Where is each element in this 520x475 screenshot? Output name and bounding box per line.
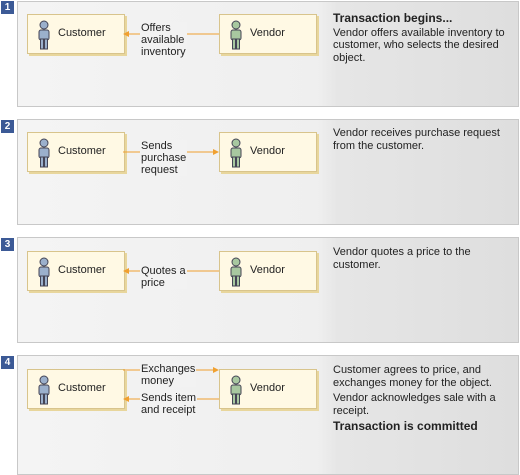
customer-box: Customer bbox=[27, 251, 125, 291]
vendor-person-icon bbox=[230, 20, 242, 50]
customer-label: Customer bbox=[58, 264, 106, 276]
transaction-begins-heading: Transaction begins... bbox=[333, 11, 453, 25]
description-text: Vendor quotes a price to the customer. bbox=[333, 246, 471, 271]
customer-label: Customer bbox=[58, 27, 106, 39]
step-4-badge: 4 bbox=[1, 356, 14, 369]
description-text: Vendor receives purchase request from th… bbox=[333, 127, 500, 152]
vendor-label: Vendor bbox=[250, 145, 285, 157]
vendor-box: Vendor bbox=[219, 14, 317, 54]
customer-box: Customer bbox=[27, 132, 125, 172]
step-description: Transaction begins... Vendor offers avai… bbox=[333, 12, 513, 67]
step-4-panel: Customer Exchanges money Sends item and … bbox=[17, 355, 519, 475]
vendor-person-icon bbox=[230, 257, 242, 287]
step-1-panel: Customer Offers available inventory Vend… bbox=[17, 1, 519, 107]
arrow-label: Sends purchase request bbox=[140, 140, 188, 176]
step-2-badge: 2 bbox=[1, 120, 14, 133]
customer-box: Customer bbox=[27, 14, 125, 54]
vendor-box: Vendor bbox=[219, 369, 317, 409]
arrow-label: Exchanges money bbox=[140, 363, 197, 387]
customer-person-icon bbox=[38, 138, 50, 168]
step-1-badge: 1 bbox=[1, 1, 14, 14]
arrow-label: Sends item and receipt bbox=[140, 392, 198, 416]
vendor-person-icon bbox=[230, 375, 242, 405]
customer-label: Customer bbox=[58, 145, 106, 157]
vendor-box: Vendor bbox=[219, 251, 317, 291]
vendor-person-icon bbox=[230, 138, 242, 168]
step-3-panel: Customer Quotes a price Vendor Vendor qu… bbox=[17, 237, 519, 343]
vendor-label: Vendor bbox=[250, 382, 285, 394]
step-3-badge: 3 bbox=[1, 238, 14, 251]
vendor-label: Vendor bbox=[250, 27, 285, 39]
vendor-box: Vendor bbox=[219, 132, 317, 172]
customer-label: Customer bbox=[58, 382, 106, 394]
customer-person-icon bbox=[38, 20, 50, 50]
customer-box: Customer bbox=[27, 369, 125, 409]
arrow-label: Quotes a price bbox=[140, 265, 187, 289]
vendor-label: Vendor bbox=[250, 264, 285, 276]
step-2-panel: Customer Sends purchase request Vendor V… bbox=[17, 119, 519, 225]
description-text: Customer agrees to price, and exchanges … bbox=[333, 364, 492, 389]
customer-person-icon bbox=[38, 375, 50, 405]
step-description: Vendor receives purchase request from th… bbox=[333, 127, 513, 155]
description-text: Vendor offers available inventory to cus… bbox=[333, 26, 505, 64]
arrow-label: Offers available inventory bbox=[140, 22, 187, 58]
transaction-committed-heading: Transaction is committed bbox=[333, 419, 478, 433]
step-description: Customer agrees to price, and exchanges … bbox=[333, 364, 513, 435]
description-text: Vendor acknowledges sale with a receipt. bbox=[333, 392, 496, 417]
customer-person-icon bbox=[38, 257, 50, 287]
step-description: Vendor quotes a price to the customer. bbox=[333, 246, 473, 274]
